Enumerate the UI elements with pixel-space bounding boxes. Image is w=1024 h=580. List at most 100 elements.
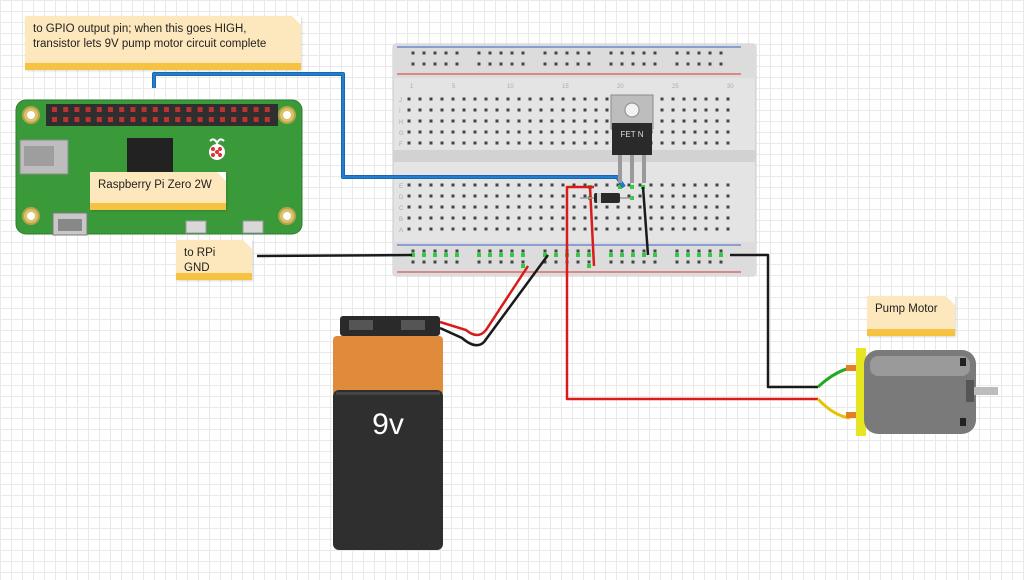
breadboard-hole	[462, 97, 466, 101]
breadboard-row-letter: I	[399, 109, 401, 115]
breadboard-hole	[418, 130, 422, 134]
breadboard-rail-hole	[642, 51, 646, 55]
breadboard-rail-hole	[708, 249, 712, 253]
breadboard-hole	[693, 97, 697, 101]
breadboard-rail-hole	[455, 51, 459, 55]
breadboard-hole	[484, 119, 488, 123]
breadboard-hole	[528, 108, 532, 112]
breadboard-hole	[660, 97, 664, 101]
breadboard-hole	[550, 183, 554, 187]
breadboard-hole	[429, 205, 433, 209]
breadboard-hole	[506, 227, 510, 231]
breadboard-hole	[605, 205, 609, 209]
breadboard-hole	[682, 227, 686, 231]
breadboard-hole	[704, 141, 708, 145]
breadboard-active-hole	[620, 253, 624, 257]
breadboard-bottom-rail	[393, 242, 756, 276]
breadboard-hole	[539, 141, 543, 145]
breadboard-hole	[660, 119, 664, 123]
breadboard-hole	[594, 97, 598, 101]
gpio-pin	[197, 107, 203, 112]
breadboard-hole	[638, 194, 642, 198]
breadboard-rail-hole	[543, 249, 547, 253]
breadboard-hole	[440, 97, 444, 101]
motor-slot	[966, 380, 974, 402]
breadboard-col-number: 1	[410, 84, 414, 90]
breadboard-col-number: 15	[562, 84, 569, 90]
fet-body	[612, 123, 652, 155]
breadboard-hole	[407, 130, 411, 134]
breadboard-hole	[561, 108, 565, 112]
breadboard-rail-hole	[411, 249, 415, 253]
breadboard-hole	[550, 119, 554, 123]
breadboard-rail-hole	[620, 62, 624, 66]
breadboard-hole	[451, 205, 455, 209]
breadboard-hole	[572, 97, 576, 101]
breadboard-rail-hole	[653, 51, 657, 55]
breadboard-active-hole	[609, 253, 613, 257]
breadboard-rail-hole	[455, 260, 459, 264]
motor-terminal	[846, 365, 856, 371]
breadboard-hole	[495, 141, 499, 145]
power-port	[242, 220, 264, 234]
breadboard-rail-hole	[488, 62, 492, 66]
fet-mounting-hole-icon	[624, 102, 640, 118]
breadboard-rail-hole	[686, 249, 690, 253]
breadboard-hole	[605, 119, 609, 123]
breadboard-hole	[649, 216, 653, 220]
breadboard-hole	[682, 205, 686, 209]
breadboard-row-letter: A	[399, 228, 403, 234]
breadboard-hole	[583, 119, 587, 123]
breadboard-hole	[528, 194, 532, 198]
breadboard-hole	[583, 216, 587, 220]
breadboard-rail-hole	[521, 249, 525, 253]
breadboard-hole	[671, 205, 675, 209]
breadboard-hole	[671, 130, 675, 134]
breadboard-hole	[407, 108, 411, 112]
breadboard-hole	[726, 216, 730, 220]
gpio-pin	[231, 107, 237, 112]
gpio-pin	[63, 107, 69, 112]
breadboard-hole	[418, 97, 422, 101]
gpio-pin	[130, 117, 136, 122]
breadboard-rail-hole	[609, 62, 613, 66]
gpio-pin	[231, 117, 237, 122]
breadboard-active-hole	[488, 253, 492, 257]
gpio-pin	[175, 107, 181, 112]
breadboard-rail-hole	[675, 260, 679, 264]
breadboard-hole	[671, 119, 675, 123]
breadboard-hole	[671, 183, 675, 187]
breadboard-hole	[583, 97, 587, 101]
breadboard-hole	[594, 130, 598, 134]
breadboard-rail-hole	[455, 249, 459, 253]
gpio-pin	[220, 117, 225, 122]
breadboard-hole	[605, 130, 609, 134]
breadboard-hole	[440, 130, 444, 134]
breadboard-hole	[726, 108, 730, 112]
breadboard-hole	[693, 194, 697, 198]
motor-lead-green	[816, 366, 851, 389]
breadboard-hole	[451, 108, 455, 112]
breadboard-hole	[693, 119, 697, 123]
breadboard-hole	[660, 227, 664, 231]
breadboard-hole	[440, 141, 444, 145]
breadboard-hole	[429, 97, 433, 101]
breadboard-hole	[550, 194, 554, 198]
breadboard-active-hole	[499, 253, 503, 257]
motor-terminal	[846, 412, 856, 418]
gpio-pin	[119, 117, 125, 122]
gpio-pin	[108, 107, 113, 112]
breadboard-hole	[715, 227, 719, 231]
breadboard-hole	[638, 183, 642, 187]
breadboard-hole	[561, 141, 565, 145]
breadboard-hole	[429, 108, 433, 112]
breadboard-active-hole	[642, 253, 646, 257]
breadboard-rail-hole	[543, 51, 547, 55]
breadboard-hole	[506, 97, 510, 101]
breadboard-hole	[506, 194, 510, 198]
breadboard-hole	[583, 141, 587, 145]
breadboard-rail-hole	[675, 249, 679, 253]
breadboard: 1 5 10 15 20 25 30 J I H G F E D C B A	[392, 43, 757, 277]
breadboard-rail-hole	[543, 260, 547, 264]
breadboard-active-hole	[554, 253, 558, 257]
